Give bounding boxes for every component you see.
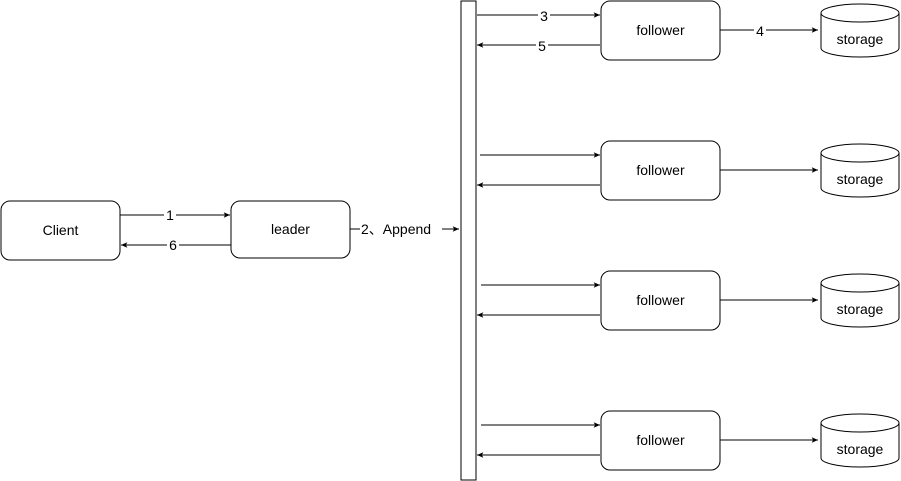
client-node: Client xyxy=(0,200,121,261)
storage-label: storage xyxy=(837,301,884,317)
edge-label-response: 6 xyxy=(169,237,177,253)
leader-label: leader xyxy=(271,221,310,237)
follower-label: follower xyxy=(636,432,685,448)
storage-cylinder: storage xyxy=(820,413,900,468)
leader-node: leader xyxy=(230,200,351,259)
storage-label: storage xyxy=(837,441,884,457)
client-label: Client xyxy=(43,222,79,238)
edge-label-send: 3 xyxy=(540,8,548,24)
follower-group-2: follower storage xyxy=(477,140,900,201)
storage-cylinder: storage xyxy=(820,3,900,58)
follower-group-4: follower storage xyxy=(477,410,900,471)
storage-cylinder: storage xyxy=(820,273,900,328)
edge-label-store: 4 xyxy=(756,23,764,39)
edge-label-request: 1 xyxy=(166,207,174,223)
edge-label-reply: 5 xyxy=(538,38,546,54)
edge-leader-to-client: 6 xyxy=(121,237,231,253)
message-bus xyxy=(460,0,477,481)
storage-label: storage xyxy=(837,31,884,47)
follower-label: follower xyxy=(636,162,685,178)
follower-label: follower xyxy=(636,292,685,308)
edge-client-to-leader: 1 xyxy=(120,207,230,223)
storage-label: storage xyxy=(837,171,884,187)
follower-group-1: follower 3 5 4 storage xyxy=(477,0,900,61)
edge-label-append: 2、Append xyxy=(361,221,431,237)
storage-cylinder: storage xyxy=(820,143,900,198)
edge-leader-to-bus: 2、Append xyxy=(350,220,459,238)
follower-group-3: follower storage xyxy=(477,270,900,331)
follower-label: follower xyxy=(636,22,685,38)
